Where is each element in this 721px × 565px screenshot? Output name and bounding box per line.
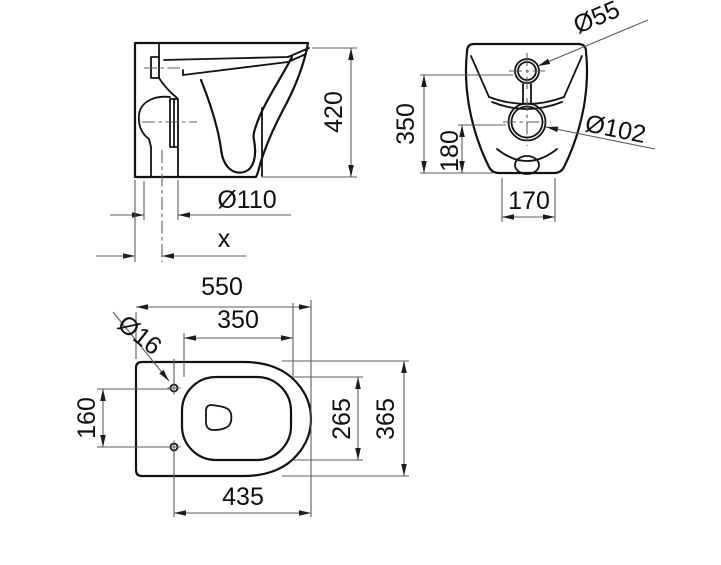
dim-265-arrow-up — [355, 377, 361, 389]
dim-r350-arrow-down — [421, 161, 427, 173]
dim-550-label: 550 — [201, 273, 243, 301]
dim-r350-label: 350 — [392, 103, 420, 145]
dim-420-arrow-down — [348, 165, 354, 177]
dim-102-label: Ø102 — [583, 109, 649, 149]
rear-outline — [464, 42, 589, 175]
plan-water-spot — [205, 404, 233, 431]
side-bowl-bottom — [219, 138, 257, 174]
side-bowl-back-wall — [199, 78, 223, 151]
dim-550-arrow-left — [136, 304, 148, 310]
leader-55-line — [537, 19, 649, 67]
leader-55-arrow — [538, 58, 551, 66]
dim-x-arrow-right — [123, 253, 135, 259]
dim-16-label: Ø16 — [112, 310, 166, 361]
dim-365-arrow-up — [401, 361, 407, 373]
dim-170-arrow-right — [543, 214, 555, 220]
side-trap-bulge — [137, 95, 171, 148]
rear-base-arc — [496, 148, 558, 162]
side-rim-top-line — [163, 56, 289, 61]
dim-160-arrow-down — [100, 435, 106, 447]
dim-180-arrow-up — [459, 125, 465, 137]
dim-110-arrow-left — [178, 212, 190, 218]
dim-435-arrow-right — [299, 510, 311, 516]
plan-view: 550 350 Ø16 160 265 365 — [73, 273, 409, 517]
side-bowl-front-wall — [252, 55, 294, 142]
dim-110-label: Ø110 — [217, 186, 276, 214]
dim-420-arrow-up — [348, 48, 354, 60]
side-rim-bottom-line — [182, 61, 289, 76]
dim-x-label: x — [218, 225, 231, 253]
plan-outline — [134, 360, 313, 478]
dim-365-label: 365 — [372, 398, 400, 440]
side-rim-step-line — [287, 47, 310, 58]
dim-110-arrow-right — [132, 212, 144, 218]
dim-160-arrow-up — [100, 389, 106, 401]
leader-16-arrow — [159, 369, 169, 381]
dim-265-label: 265 — [328, 398, 356, 440]
plan-bowl-opening — [180, 375, 293, 462]
dim-550-arrow-right — [299, 304, 311, 310]
dim-420-label: 420 — [320, 91, 348, 133]
dim-435-arrow-left — [174, 510, 186, 516]
dim-p350-arrow-left — [184, 335, 196, 341]
leader-102-line — [545, 126, 656, 150]
side-inlet-funnel — [158, 77, 178, 99]
rear-view: 350 180 170 Ø55 Ø102 — [392, 0, 656, 222]
side-outline — [133, 41, 310, 179]
side-view: 420 Ø110 x — [96, 41, 357, 262]
dim-r350-arrow-up — [421, 75, 427, 87]
rear-base-recess — [514, 155, 540, 175]
rear-funnel-right — [563, 55, 583, 98]
leader-102-arrow — [546, 126, 559, 133]
dim-265-arrow-down — [355, 448, 361, 460]
dim-180-arrow-down — [459, 161, 465, 173]
dim-x-arrow-left — [162, 253, 174, 259]
dim-170-arrow-left — [502, 214, 514, 220]
dim-180-label: 180 — [436, 130, 464, 172]
dim-365-arrow-down — [401, 464, 407, 476]
dim-p350-arrow-right — [281, 335, 293, 341]
dim-170-label: 170 — [508, 187, 550, 215]
dim-160-label: 160 — [73, 397, 101, 439]
leader-16-line — [112, 311, 170, 382]
rear-funnel-left — [470, 55, 490, 98]
dim-p350-label: 350 — [217, 306, 259, 334]
dim-435-label: 435 — [222, 483, 264, 511]
